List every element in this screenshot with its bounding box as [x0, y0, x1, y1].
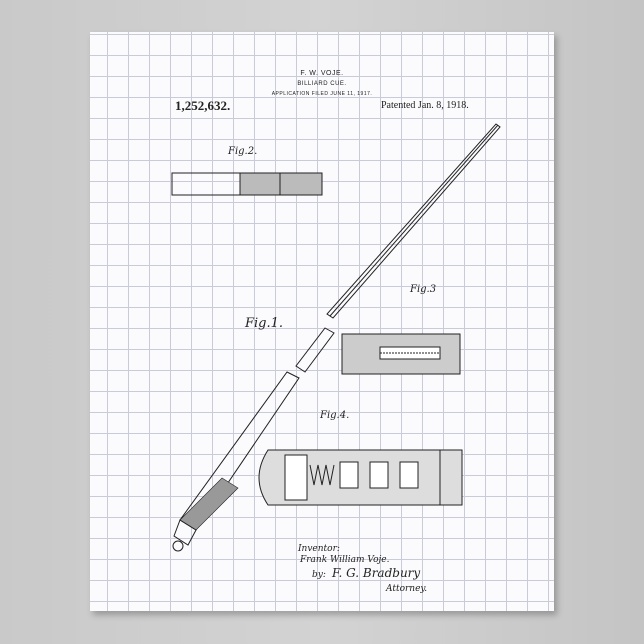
fig2-drawing [172, 173, 322, 195]
fig3-drawing [342, 334, 460, 374]
cue-joint-piece [296, 328, 334, 372]
cue-shaft-upper [327, 124, 500, 318]
fig4-drawing [259, 450, 462, 505]
